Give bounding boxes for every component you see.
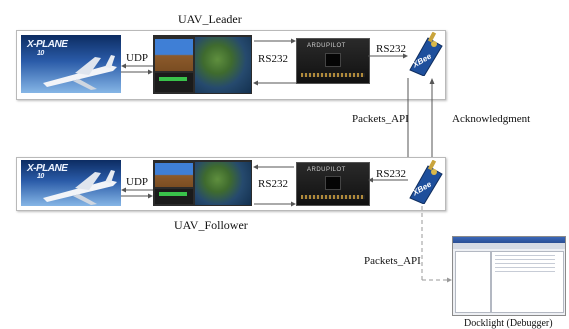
docklight-caption: Docklight (Debugger) <box>464 318 553 329</box>
board-brand: ARDUPILOT <box>307 167 346 173</box>
xbee-radio-icon <box>409 159 443 205</box>
xplane-logo: X-PLANE <box>27 163 68 174</box>
leader-udp-arrow <box>121 63 153 75</box>
map-view <box>195 162 251 205</box>
follower-autopilot-board: ARDUPILOT <box>296 162 370 206</box>
primary-flight-display <box>155 39 193 71</box>
primary-flight-display <box>155 163 193 187</box>
board-chip <box>325 53 341 67</box>
follower-rs232-sim-label: RS232 <box>258 178 288 190</box>
acknowledgment-label: Acknowledgment <box>452 113 531 125</box>
follower-rs232-xbee-label: RS232 <box>376 168 406 180</box>
board-brand: ARDUPILOT <box>307 43 346 49</box>
board-pins <box>301 195 365 199</box>
follower-title: UAV_Follower <box>174 218 248 232</box>
board-pins <box>301 73 365 77</box>
xplane-logo: X-PLANE <box>27 39 68 50</box>
follower-xplane-image: X-PLANE 10 <box>21 160 121 206</box>
leader-rs232-sim-arrow <box>253 38 296 86</box>
follower-simulator-screen <box>153 160 252 206</box>
follower-rs232-sim-arrow <box>253 164 296 207</box>
leader-title: UAV_Leader <box>178 12 242 26</box>
debugger-packets-api-label: Packets_API <box>364 255 421 267</box>
airplane-icon <box>43 55 117 90</box>
follower-xbee-module: XBee <box>404 159 444 205</box>
debugger-dashed-link <box>421 206 452 283</box>
leader-rs232-xbee-label: RS232 <box>376 43 406 55</box>
docklight-left-pane <box>455 251 491 313</box>
follower-udp-label: UDP <box>126 176 149 188</box>
docklight-window <box>452 236 566 316</box>
follower-rs232-xbee-arrow <box>368 177 408 183</box>
map-view <box>195 37 251 93</box>
hud-green-readout <box>159 192 187 196</box>
leader-rs232-xbee-arrow <box>368 53 408 59</box>
leader-xplane-image: X-PLANE 10 <box>21 35 121 93</box>
docklight-log-lines <box>495 255 555 275</box>
docklight-titlebar <box>453 237 565 243</box>
follower-udp-arrow <box>121 187 153 199</box>
docklight-toolbar <box>453 243 565 249</box>
xbee-radio-icon <box>409 31 443 77</box>
hud-green-readout <box>159 77 187 81</box>
leader-autopilot-board: ARDUPILOT <box>296 38 370 84</box>
xplane-version: 10 <box>37 173 44 180</box>
hud-strip <box>155 73 193 92</box>
xplane-version: 10 <box>37 50 44 57</box>
leader-simulator-screen <box>153 35 252 94</box>
airplane-icon <box>43 170 117 205</box>
board-chip <box>325 176 341 190</box>
leader-xbee-module: XBee <box>404 31 444 77</box>
leader-rs232-sim-label: RS232 <box>258 53 288 65</box>
leader-udp-label: UDP <box>126 52 149 64</box>
packets-api-label: Packets_API <box>352 113 409 125</box>
